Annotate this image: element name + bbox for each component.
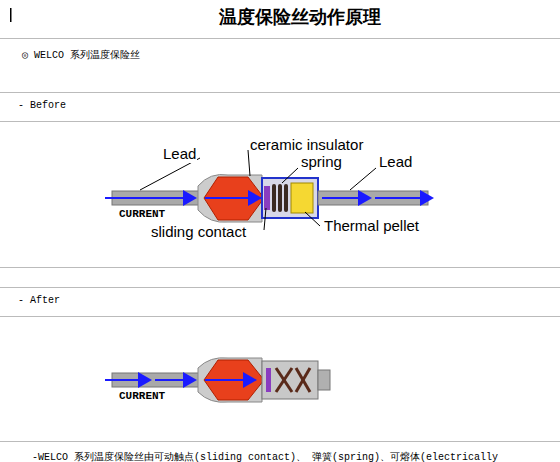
part-label: Thermal pellet: [323, 218, 420, 235]
body-text: -WELCO 系列温度保险丝由可动触点(sliding contact)、 弹簧…: [32, 452, 498, 462]
current-label: CURRENT: [118, 390, 166, 402]
part-label: sliding contact: [150, 224, 247, 241]
cursor: [10, 8, 12, 22]
fuse-after: [105, 358, 330, 403]
part-label: ceramic insulator: [249, 137, 364, 154]
section-label: - Before: [18, 100, 66, 111]
part-label: Lead: [162, 146, 197, 163]
spring: [276, 368, 310, 392]
current-label: CURRENT: [118, 208, 166, 220]
part-label: Lead: [378, 154, 413, 171]
section-label: - After: [18, 295, 60, 306]
rule-lines: [0, 39, 560, 442]
title: 温度保险丝动作原理: [219, 8, 381, 28]
part-label: spring: [300, 154, 343, 171]
sliding-contact: [264, 186, 270, 210]
thermal-pellet: [291, 183, 313, 213]
section-heading: ◎ WELCO 系列温度保险丝: [22, 50, 140, 61]
spring: [272, 184, 288, 212]
